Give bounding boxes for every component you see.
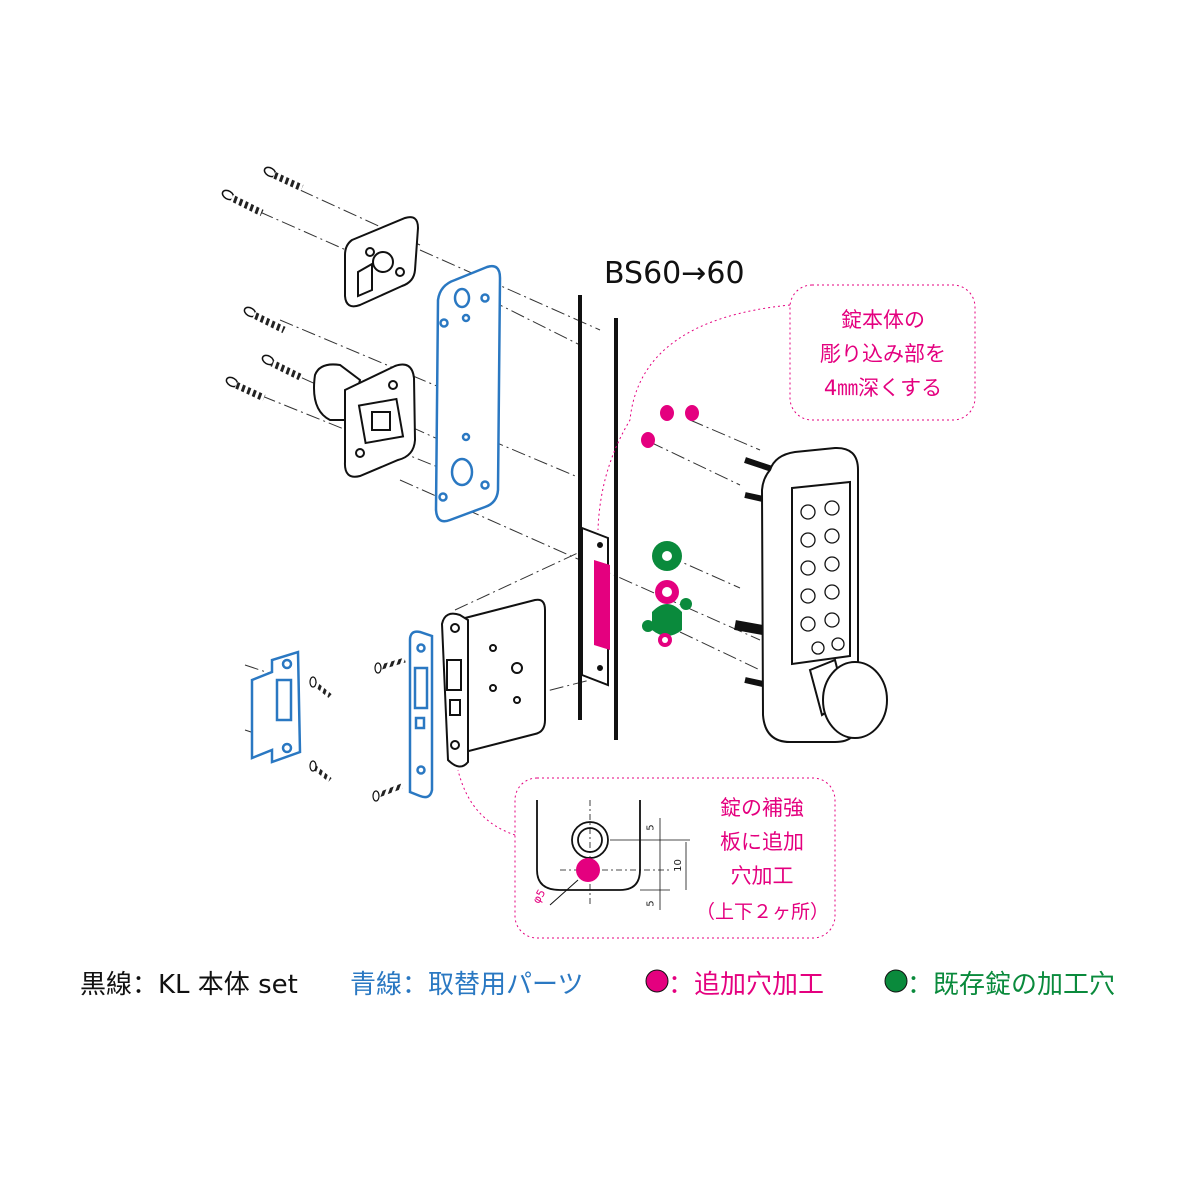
callout-top-line-2: 彫り込み部を	[820, 342, 946, 366]
strike-plate-blue	[250, 650, 302, 764]
keypad-buttons	[800, 500, 845, 655]
reinforcement-plate-blue	[434, 264, 502, 523]
legend-blue: 青線：取替用パーツ	[350, 970, 584, 1000]
keypad-lock-unit	[734, 446, 888, 743]
dim-bottom: 5	[645, 900, 657, 907]
mortise-lock-body	[440, 598, 546, 768]
callout-bottom-line-2: 板に追加	[720, 830, 804, 854]
callout-bottom-line-3: 穴加工	[730, 864, 794, 888]
legend-magenta-dot	[645, 969, 669, 993]
hole-detail-drawing	[536, 800, 690, 910]
callout-bottom-line-4: （上下２ヶ所）	[695, 901, 829, 923]
knob	[808, 658, 888, 739]
upper-rose	[344, 216, 420, 308]
screw-group-bottom	[309, 657, 406, 802]
mortise-pocket	[581, 526, 610, 687]
legend-black: 黒線：KL 本体 set	[80, 970, 298, 1000]
front-plate-blue	[408, 630, 434, 799]
bs-label: BS60→60	[604, 256, 745, 291]
callout-top-line-1: 錠本体の	[841, 308, 925, 332]
lower-rose	[313, 363, 417, 478]
callout-top-line-3: 4㎜深くする	[823, 376, 943, 400]
added-holes-marks	[641, 405, 699, 647]
door-section-lines	[578, 295, 618, 740]
callout-bottom-line-1: 錠の補強	[720, 796, 804, 820]
legend-green-dot	[884, 969, 908, 993]
added-hole-marker	[576, 858, 600, 882]
callout-shapes	[457, 284, 976, 939]
legend-green: ：既存錠の加工穴	[907, 970, 1116, 1000]
legend-magenta: ：追加穴加工	[668, 970, 825, 1000]
screw-group-top	[221, 166, 304, 402]
dim-top: 5	[645, 824, 657, 831]
dim-middle: 10	[672, 859, 684, 872]
